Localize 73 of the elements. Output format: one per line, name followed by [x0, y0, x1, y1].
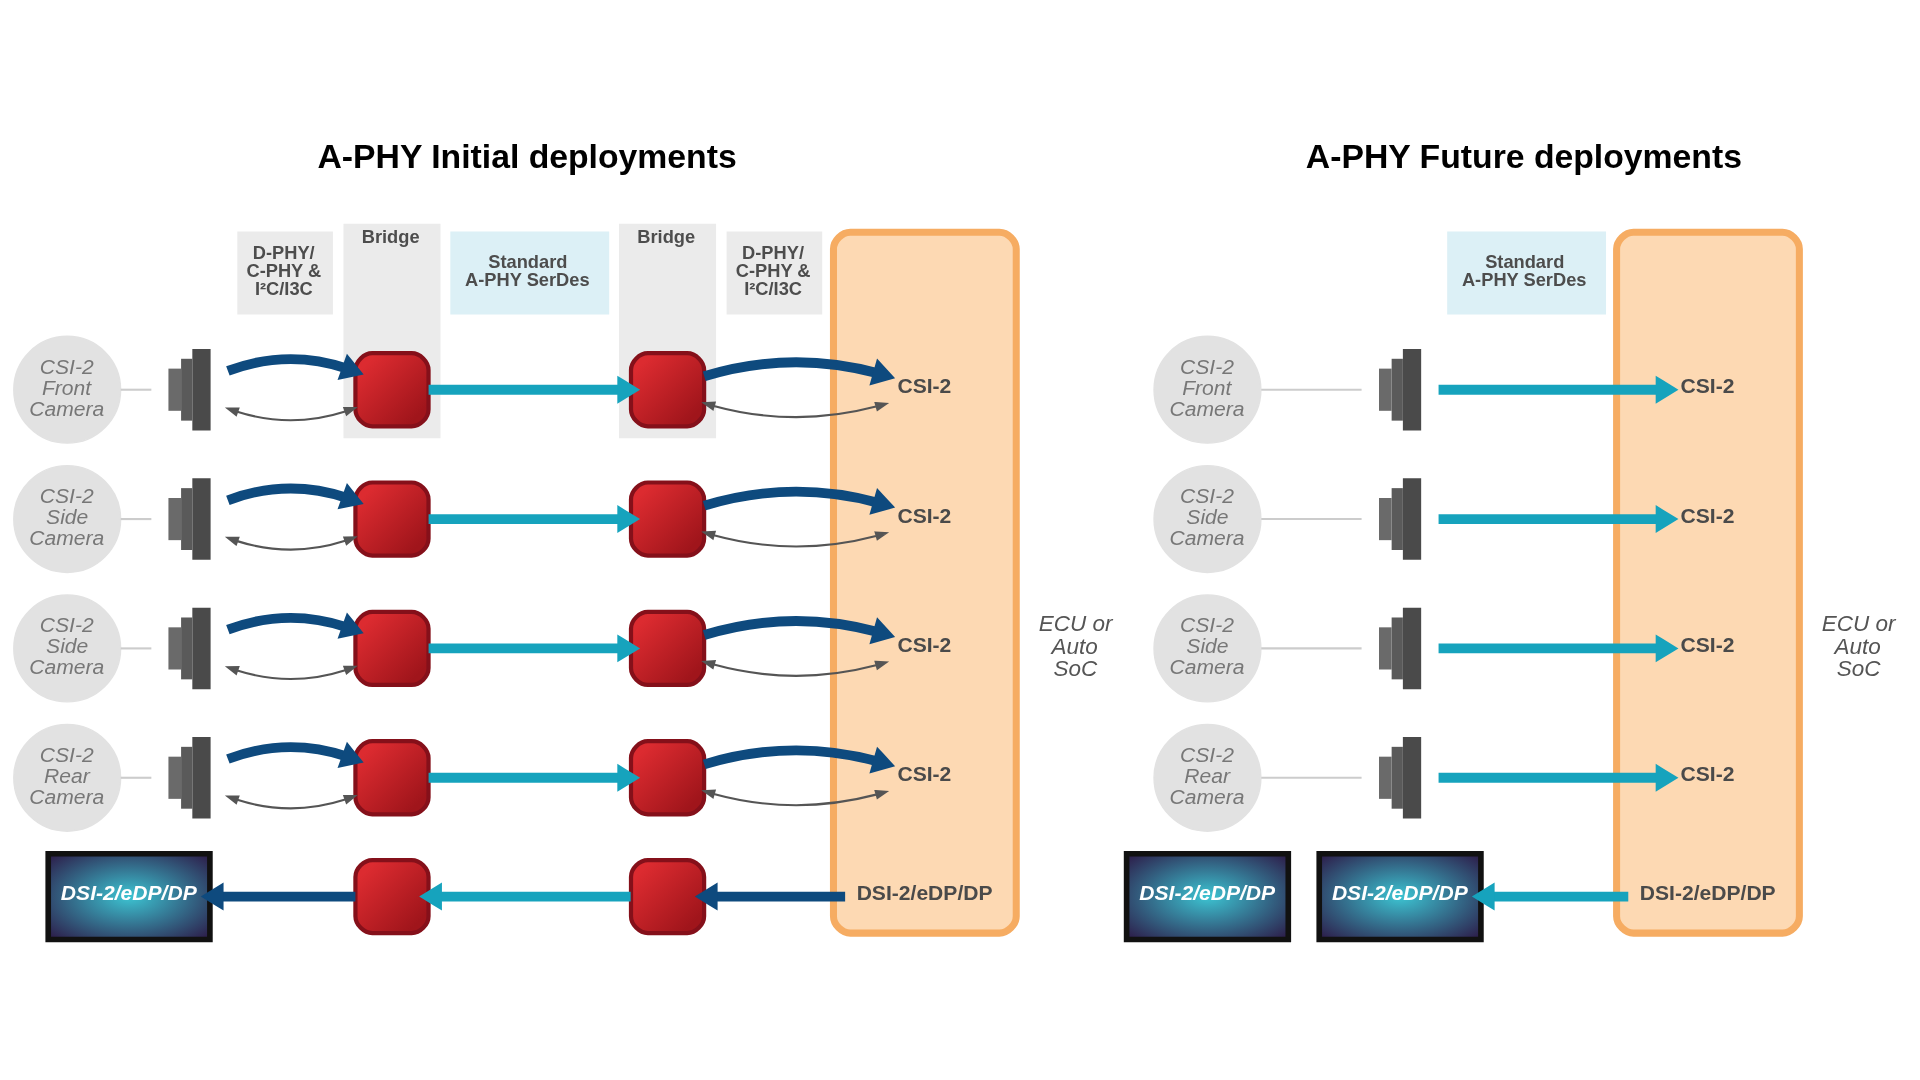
connector: [120, 776, 152, 779]
arrow: [1471, 882, 1629, 911]
node-text: CSI-2: [1680, 762, 1735, 786]
connector: [120, 518, 152, 521]
node-text: CSI-2: [1680, 374, 1735, 398]
node-box: [628, 857, 707, 936]
node-circle: CSI-2 Side Camera: [13, 464, 122, 574]
node-box: [628, 609, 707, 688]
node-box: DSI-2/eDP/DP: [45, 850, 213, 943]
node-text: CSI-2: [1680, 632, 1735, 656]
arrow: [226, 612, 364, 639]
arrow: [419, 882, 631, 911]
node-circle: CSI-2 Side Camera: [13, 594, 122, 703]
node-box: [353, 609, 431, 688]
arrow: [428, 505, 641, 533]
node-circle: CSI-2 Rear Camera: [13, 723, 122, 832]
node-circle: CSI-2 Side Camera: [1153, 464, 1262, 574]
node-box: DSI-2/eDP/DP: [1123, 850, 1292, 943]
arrow: [701, 401, 890, 419]
node-box: [353, 480, 431, 558]
arrow: [1438, 634, 1679, 663]
node-box: [353, 857, 431, 936]
node-box: Standard A-PHY SerDes: [1447, 231, 1607, 315]
arrow: [1438, 505, 1679, 533]
node-box: [628, 480, 707, 558]
node-box: [353, 739, 431, 817]
arrow: [428, 634, 641, 663]
connector: [1261, 647, 1362, 650]
node-circle: CSI-2 Front Camera: [13, 335, 122, 444]
arrow: [1438, 763, 1679, 792]
connector: [1261, 776, 1362, 779]
node-text: CSI-2: [897, 374, 952, 398]
arrow: [226, 483, 364, 510]
connector: [120, 388, 152, 391]
node-circle: CSI-2 Side Camera: [1153, 594, 1262, 703]
arrow: [224, 536, 358, 551]
arrow: [224, 665, 358, 680]
connector: [1261, 388, 1362, 391]
arrow: [694, 882, 846, 911]
arrow: [1438, 375, 1679, 404]
arrow: [702, 486, 896, 515]
node-text: CSI-2: [897, 503, 952, 527]
arrow: [702, 745, 896, 774]
arrow: [701, 660, 890, 677]
node-text: CSI-2: [897, 632, 952, 656]
label: A-PHY Future deployments: [1305, 137, 1742, 176]
node-box: [353, 351, 431, 429]
arrow: [224, 795, 358, 810]
node-text: CSI-2: [1680, 503, 1735, 527]
label: A-PHY Initial deployments: [317, 137, 737, 176]
arrow: [224, 407, 358, 422]
arrow: [428, 763, 641, 792]
node-label: ECU or Auto SoC: [1821, 611, 1896, 682]
node-text: DSI-2/eDP/DP: [856, 881, 993, 905]
arrow: [701, 530, 890, 548]
cluster: [1613, 228, 1803, 937]
node-box: Standard A-PHY SerDes: [450, 231, 610, 315]
arrow: [702, 616, 896, 645]
connector: [120, 647, 152, 650]
arrow: [702, 357, 896, 386]
node-box: DSI-2/eDP/DP: [1316, 850, 1484, 943]
arrow: [200, 882, 356, 911]
arrow: [701, 789, 890, 807]
node-text: DSI-2/eDP/DP: [1639, 881, 1776, 905]
node-box: [628, 351, 707, 429]
node-circle: CSI-2 Rear Camera: [1153, 723, 1262, 832]
arrow: [226, 741, 364, 769]
node-box: [628, 739, 707, 817]
node-circle: CSI-2 Front Camera: [1153, 335, 1262, 444]
arrow: [428, 375, 641, 404]
connector: [1261, 518, 1362, 521]
node-text: CSI-2: [897, 762, 952, 786]
arrow: [226, 353, 364, 380]
